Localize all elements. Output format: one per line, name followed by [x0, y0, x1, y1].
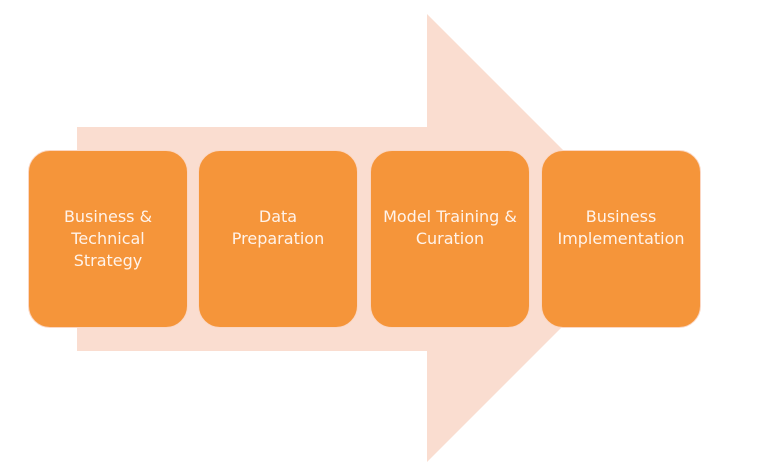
step-label: Business Implementation	[557, 207, 685, 248]
step-box-data-preparation: Data Preparation	[198, 150, 358, 328]
step-label: Model Training & Curation	[383, 207, 517, 248]
step-label: Data Preparation	[231, 207, 325, 248]
step-label: Business & Technical Strategy	[63, 207, 153, 270]
arrow-shape	[77, 14, 651, 462]
step-box-business-technical-strategy: Business & Technical Strategy	[28, 150, 188, 328]
step-box-model-training-curation: Model Training & Curation	[370, 150, 530, 328]
step-box-business-implementation: Business Implementation	[541, 150, 701, 328]
